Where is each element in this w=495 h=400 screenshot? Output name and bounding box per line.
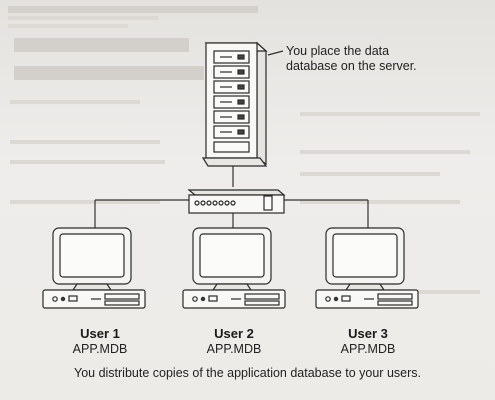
user-3-file: APP.MDB — [340, 342, 396, 356]
bleed-through-line — [8, 16, 158, 20]
bleed-through-line — [10, 200, 160, 204]
bleed-through-line — [300, 112, 480, 116]
bleed-through-line — [10, 140, 160, 144]
workstation-icon — [182, 227, 286, 309]
server-callout: You place the data database on the serve… — [286, 44, 486, 74]
bleed-through-line — [10, 100, 140, 104]
server-icon — [201, 41, 268, 167]
bleed-through-line — [300, 200, 460, 204]
network-hub-icon — [187, 189, 286, 214]
bleed-through-line — [10, 160, 165, 164]
workstation-icon — [315, 227, 419, 309]
server-callout-line2: database on the server. — [286, 59, 417, 73]
user-1-name: User 1 — [80, 326, 120, 341]
bleed-through-heading — [14, 66, 204, 80]
callout-leader-line — [267, 50, 284, 56]
user-3-name: User 3 — [348, 326, 388, 341]
figure-caption: You distribute copies of the application… — [74, 366, 421, 380]
user-2-name: User 2 — [214, 326, 254, 341]
user-1-file: APP.MDB — [72, 342, 128, 356]
bleed-through-line — [8, 24, 128, 28]
server-callout-line1: You place the data — [286, 44, 390, 58]
user-2-file: APP.MDB — [206, 342, 262, 356]
bleed-through-line — [400, 290, 480, 294]
bleed-through-heading — [14, 38, 189, 52]
bleed-through-line — [300, 150, 470, 154]
network-connectors — [94, 50, 369, 232]
bleed-through-line — [300, 172, 440, 176]
workstation-icon — [42, 227, 146, 309]
bleed-through-line — [8, 6, 258, 13]
